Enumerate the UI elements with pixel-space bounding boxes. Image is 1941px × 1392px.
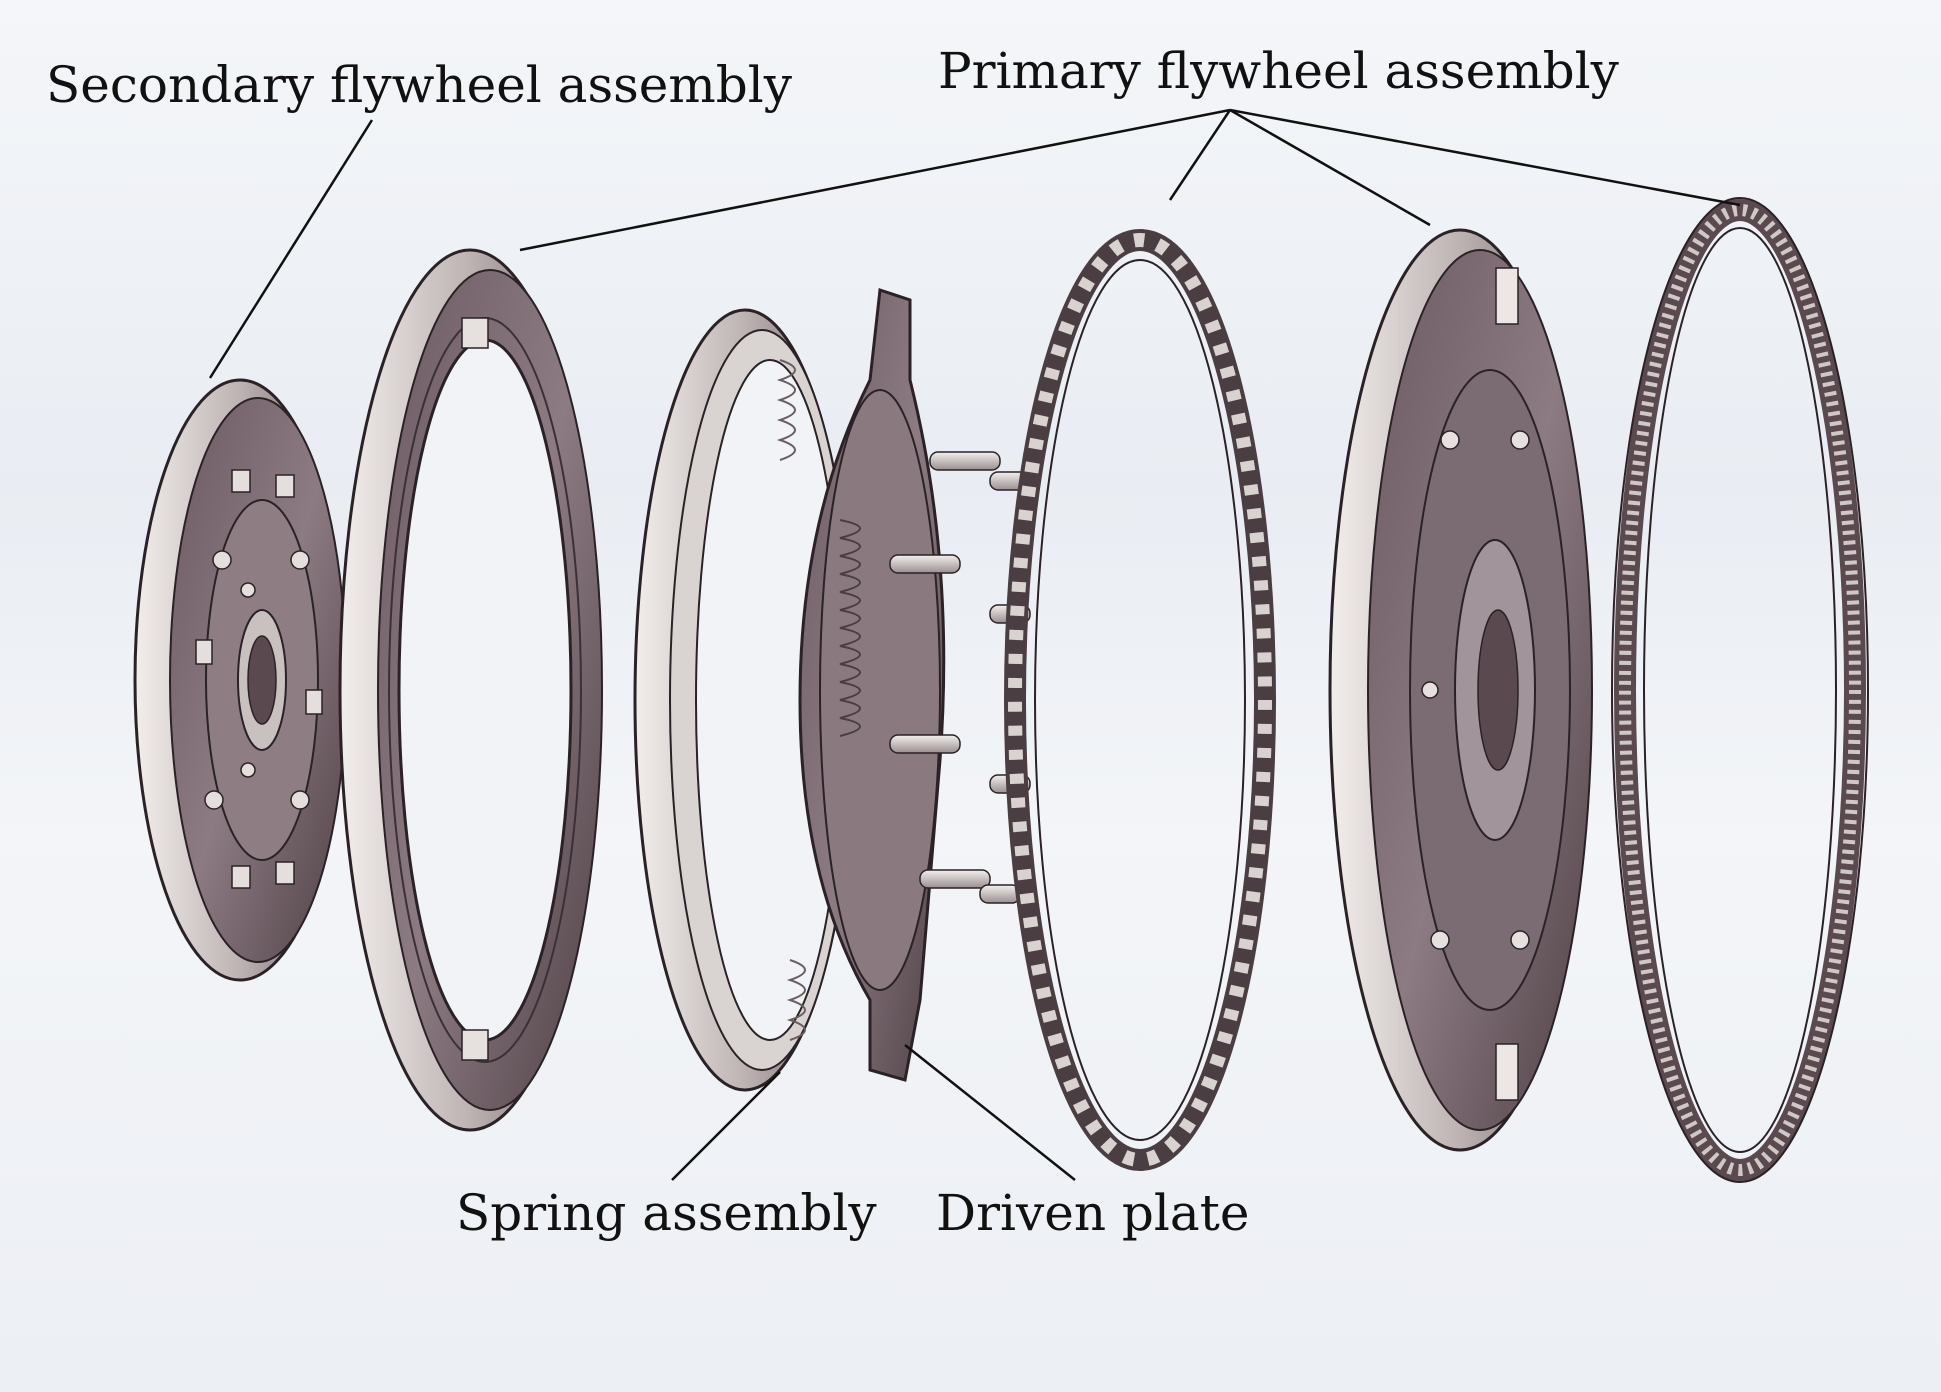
leader-primary-ring1 [519,108,1231,252]
secondary-flywheel-disc [133,378,347,982]
label-spring-assembly: Spring assembly [456,1184,877,1242]
leader-primary-trigger [1168,109,1232,201]
spring-assembly-ring [633,308,857,1092]
leader-lines [208,108,1741,1181]
label-driven-plate: Driven plate [936,1184,1250,1242]
primary-flywheel-disc [1328,228,1593,1152]
label-secondary-flywheel: Secondary flywheel assembly [46,56,793,114]
leader-primary-ringgear [1229,108,1741,207]
trigger-ring [1004,229,1276,1171]
driven-plate [798,287,1031,1082]
ring-gear [1611,197,1869,1183]
primary-cover-ring [338,248,603,1132]
leader-secondary [208,119,374,379]
leader-spring [671,1071,781,1181]
leader-primary-flywheel [1229,108,1431,227]
label-primary-flywheel: Primary flywheel assembly [938,42,1619,100]
leader-driven [904,1044,1076,1181]
